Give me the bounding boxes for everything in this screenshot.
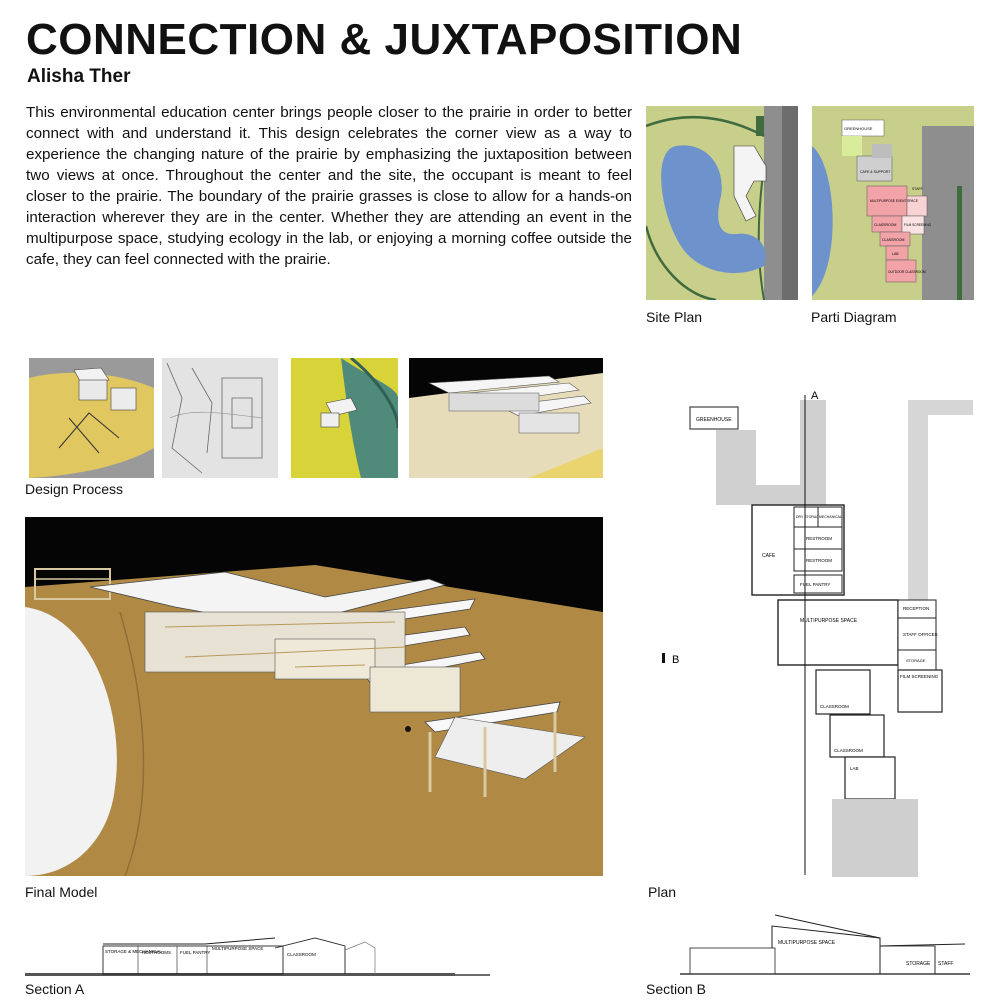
parti-label-cafe: CAFE & SUPPORT [860, 170, 891, 174]
plan-label-classroom-1: CLASSROOM [820, 704, 849, 709]
parti-label-outdoor: OUTDOOR CLASSROOM [888, 270, 926, 274]
plan-label-reception: RECEPTION [903, 606, 929, 611]
process-image-3 [291, 358, 398, 478]
section-b-label-staff: STAFF [938, 961, 953, 967]
process-image-2 [162, 358, 278, 478]
plan-label-storage: STORAGE [906, 658, 926, 663]
plan-label-cafe: CAFE [762, 553, 776, 559]
section-b-caption: Section B [646, 981, 706, 997]
section-a-label-fuel: FUEL PANTRY [180, 950, 210, 955]
process-image-1 [29, 358, 154, 478]
process-image-4 [409, 358, 603, 478]
section-b-label-multipurpose: MULTIPURPOSE SPACE [778, 940, 836, 946]
parti-label-greenhouse: GREENHOUSE [844, 126, 873, 131]
parti-label-lab: LAB [892, 252, 899, 256]
parti-label-classroom: CLASSROOM [874, 223, 896, 227]
project-description: This environmental education center brin… [26, 104, 632, 268]
section-marker-b: B [672, 654, 679, 666]
site-plan-caption: Site Plan [646, 309, 703, 325]
section-a-label-classroom: CLASSROOM [287, 952, 316, 957]
section-marker-a: A [811, 390, 819, 402]
plan-label-classroom-2: CLASSROOM [834, 748, 863, 753]
plan-label-restroom-1: RESTROOM [806, 536, 832, 541]
section-b-drawing: MULTIPURPOSE SPACE STORAGE STAFF [680, 910, 970, 978]
plan-label-film-screening: FILM SCREENING [900, 674, 939, 679]
plan-label-mechanical: MECHANICAL [819, 515, 842, 519]
design-process-caption: Design Process [25, 481, 124, 497]
section-b-label-storage: STORAGE [906, 961, 931, 967]
final-model-caption: Final Model [25, 884, 98, 900]
parti-label-classroom-2: CLASSROOM [882, 238, 904, 242]
section-a-drawing: STORAGE & MECHANICAL RESTROOMS FUEL PANT… [25, 928, 490, 978]
parti-diagram-image: GREENHOUSE CAFE & SUPPORT STAFF MULTIPUR… [812, 106, 974, 300]
floor-plan-drawing: GREENHOUSE CAFE DRY STORAGE MECHANICAL R… [660, 385, 980, 880]
plan-caption: Plan [648, 884, 677, 900]
parti-label-staff: STAFF [912, 187, 923, 191]
site-plan-image [646, 106, 798, 300]
plan-label-dry-storage: DRY STORAGE [796, 515, 822, 519]
section-a-label-multipurpose: MULTIPURPOSE SPACE [212, 946, 263, 951]
author-name: Alisha Ther [27, 66, 131, 87]
parti-diagram-caption: Parti Diagram [811, 309, 897, 325]
plan-label-greenhouse: GREENHOUSE [696, 417, 732, 423]
plan-label-multipurpose: MULTIPURPOSE SPACE [800, 618, 858, 624]
plan-label-restroom-2: RESTROOM [806, 558, 832, 563]
plan-label-staff-offices: STAFF OFFICES [903, 632, 938, 637]
section-a-label-restrooms: RESTROOMS [142, 950, 171, 955]
poster-title: CONNECTION & JUXTAPOSITION [26, 15, 743, 64]
section-a-caption: Section A [25, 981, 85, 997]
parti-label-film: FILM SCREENING [904, 223, 932, 227]
plan-label-lab: LAB [850, 766, 859, 771]
plan-label-fuel-pantry: FUEL PANTRY [800, 582, 830, 587]
parti-label-multipurpose: MULTIPURPOSE EVENT SPACE [870, 199, 918, 203]
final-model-image [25, 517, 603, 876]
section-a-label-storage: STORAGE & MECHANICAL [105, 949, 162, 954]
